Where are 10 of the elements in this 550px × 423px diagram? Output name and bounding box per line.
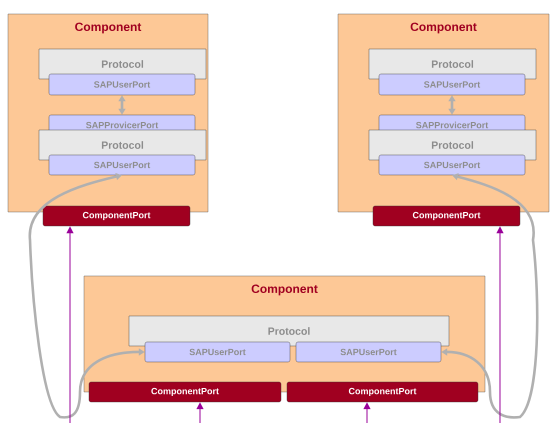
port-box: SAPUserPort [296, 342, 442, 362]
port-box: SAPUserPort [378, 74, 526, 96]
port-box: SAPUserPort [48, 74, 196, 96]
component-port-box: ComponentPort [88, 382, 282, 402]
port-box: SAPUserPort [48, 154, 196, 176]
port-box: SAPUserPort [378, 154, 526, 176]
component-port-box: ComponentPort [286, 382, 478, 402]
component-port-box: ComponentPort [42, 206, 190, 226]
component-port-box: ComponentPort [372, 206, 520, 226]
port-box: SAPUserPort [144, 342, 290, 362]
